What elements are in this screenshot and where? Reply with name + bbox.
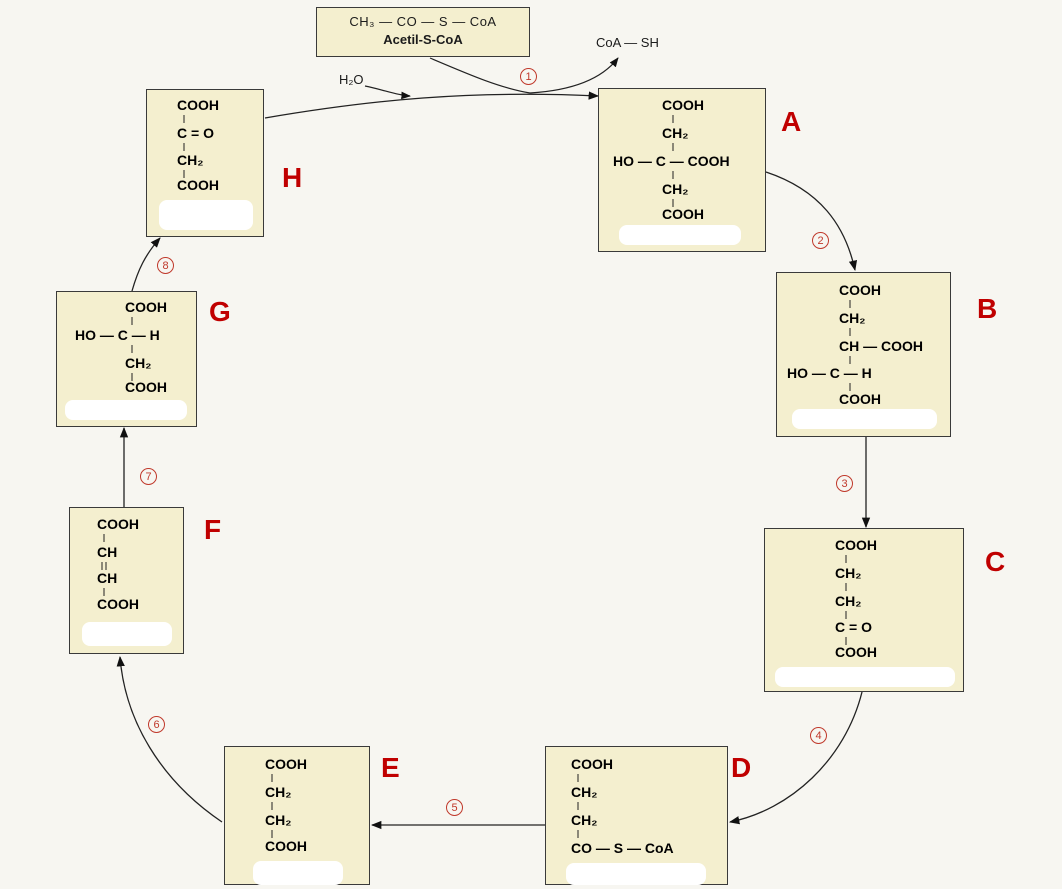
step-2-marker: 2 — [812, 232, 829, 249]
label-c: C — [985, 546, 1006, 577]
mol-f-line-4: COOH — [97, 596, 139, 612]
answer-blank-c — [775, 667, 955, 687]
molecule-box-b: COOH CH₂ CH — COOH HO — C — H COOH — [776, 272, 951, 437]
answer-blank-b — [792, 409, 937, 429]
step-3-marker: 3 — [836, 475, 853, 492]
molecule-box-e: COOH CH₂ CH₂ COOH — [224, 746, 370, 885]
molecule-h-structure: COOH C = O CH₂ COOH — [177, 97, 219, 193]
mol-e-line-2: CH₂ — [265, 784, 291, 800]
answer-blank-e — [253, 861, 343, 885]
mol-e-line-4: COOH — [265, 838, 307, 854]
mol-f-line-1: COOH — [97, 516, 139, 532]
mol-h-line-4: COOH — [177, 177, 219, 193]
mol-c-line-3: CH₂ — [835, 593, 861, 609]
arrow-h-to-a — [264, 91, 600, 119]
mol-f-line-2: CH — [97, 544, 117, 560]
arrow-g-to-h — [131, 237, 161, 292]
mol-d-line-2: CH₂ — [571, 784, 597, 800]
mol-c-line-4: C = O — [835, 619, 872, 635]
step-8-marker: 8 — [157, 257, 174, 274]
mol-b-line-4: HO — C — H — [787, 365, 872, 381]
label-f: F — [204, 514, 222, 545]
label-h: H — [282, 162, 303, 193]
step-4-marker: 4 — [810, 727, 827, 744]
mol-e-line-1: COOH — [265, 756, 307, 772]
molecule-box-a: COOH CH₂ HO — C — COOH CH₂ COOH — [598, 88, 766, 252]
arrow-e-to-f — [116, 655, 223, 823]
arrow-acetyl-in — [429, 57, 531, 94]
mol-a-line-1: COOH — [662, 97, 704, 113]
molecule-box-d: COOH CH₂ CH₂ CO — S — CoA — [545, 746, 728, 885]
molecule-box-f: COOH CH CH COOH — [69, 507, 184, 654]
mol-a-line-3: HO — C — COOH — [613, 153, 730, 169]
answer-blank-a — [619, 225, 741, 245]
mol-g-line-4: COOH — [125, 379, 167, 395]
answer-blank-d — [566, 863, 706, 885]
label-b: B — [977, 293, 998, 324]
molecule-e-structure: COOH CH₂ CH₂ COOH — [265, 756, 307, 854]
arrow-coash-out — [529, 57, 619, 94]
mol-g-line-3: CH₂ — [125, 355, 151, 371]
label-e: E — [381, 752, 400, 783]
mol-d-line-4: CO — S — CoA — [571, 840, 674, 856]
mol-f-line-3: CH — [97, 570, 117, 586]
water-reagent: H₂O — [339, 72, 364, 87]
acetyl-coa-box: CH₃ — CO — S — CoA Acetil-S-CoA — [316, 7, 530, 57]
acetyl-coa-formula: CH₃ — CO — S — CoA — [349, 14, 497, 29]
answer-blank-f — [82, 622, 172, 646]
mol-e-line-3: CH₂ — [265, 812, 291, 828]
step-5-marker: 5 — [446, 799, 463, 816]
acetyl-coa-name: Acetil-S-CoA — [383, 32, 463, 47]
answer-blank-h — [159, 200, 253, 230]
molecule-g-structure: COOH HO — C — H CH₂ COOH — [75, 299, 167, 395]
step-1-marker: 1 — [520, 68, 537, 85]
molecule-box-h: COOH C = O CH₂ COOH — [146, 89, 264, 237]
molecule-box-g: COOH HO — C — H CH₂ COOH — [56, 291, 197, 427]
label-g: G — [209, 296, 231, 327]
molecule-c-structure: COOH CH₂ CH₂ C = O COOH — [835, 537, 877, 660]
mol-a-line-5: COOH — [662, 206, 704, 222]
step-6-marker: 6 — [148, 716, 165, 733]
mol-c-line-1: COOH — [835, 537, 877, 553]
mol-c-line-2: CH₂ — [835, 565, 861, 581]
label-d: D — [731, 752, 752, 783]
mol-a-line-4: CH₂ — [662, 181, 688, 197]
arrow-a-to-b — [765, 171, 858, 272]
mol-b-line-5: COOH — [839, 391, 881, 407]
molecule-box-c: COOH CH₂ CH₂ C = O COOH — [764, 528, 964, 692]
mol-b-line-2: CH₂ — [839, 310, 865, 326]
coash-product: CoA — SH — [596, 35, 659, 50]
arrow-water-in — [364, 85, 411, 100]
mol-c-line-5: COOH — [835, 644, 877, 660]
answer-blank-g — [65, 400, 187, 420]
mol-h-line-1: COOH — [177, 97, 219, 113]
mol-g-line-2: HO — C — H — [75, 327, 160, 343]
mol-h-line-3: CH₂ — [177, 152, 203, 168]
molecule-b-structure: COOH CH₂ CH — COOH HO — C — H COOH — [787, 282, 923, 407]
mol-a-line-2: CH₂ — [662, 125, 688, 141]
molecule-d-structure: COOH CH₂ CH₂ CO — S — CoA — [571, 756, 674, 856]
molecule-a-structure: COOH CH₂ HO — C — COOH CH₂ COOH — [613, 97, 730, 222]
mol-d-line-1: COOH — [571, 756, 613, 772]
step-7-marker: 7 — [140, 468, 157, 485]
mol-d-line-3: CH₂ — [571, 812, 597, 828]
mol-h-line-2: C = O — [177, 125, 214, 141]
label-a: A — [781, 106, 802, 137]
arrow-c-to-d — [728, 691, 863, 825]
molecule-f-structure: COOH CH CH COOH — [97, 516, 139, 612]
mol-b-line-3: CH — COOH — [839, 338, 923, 354]
mol-g-line-1: COOH — [125, 299, 167, 315]
mol-b-line-1: COOH — [839, 282, 881, 298]
